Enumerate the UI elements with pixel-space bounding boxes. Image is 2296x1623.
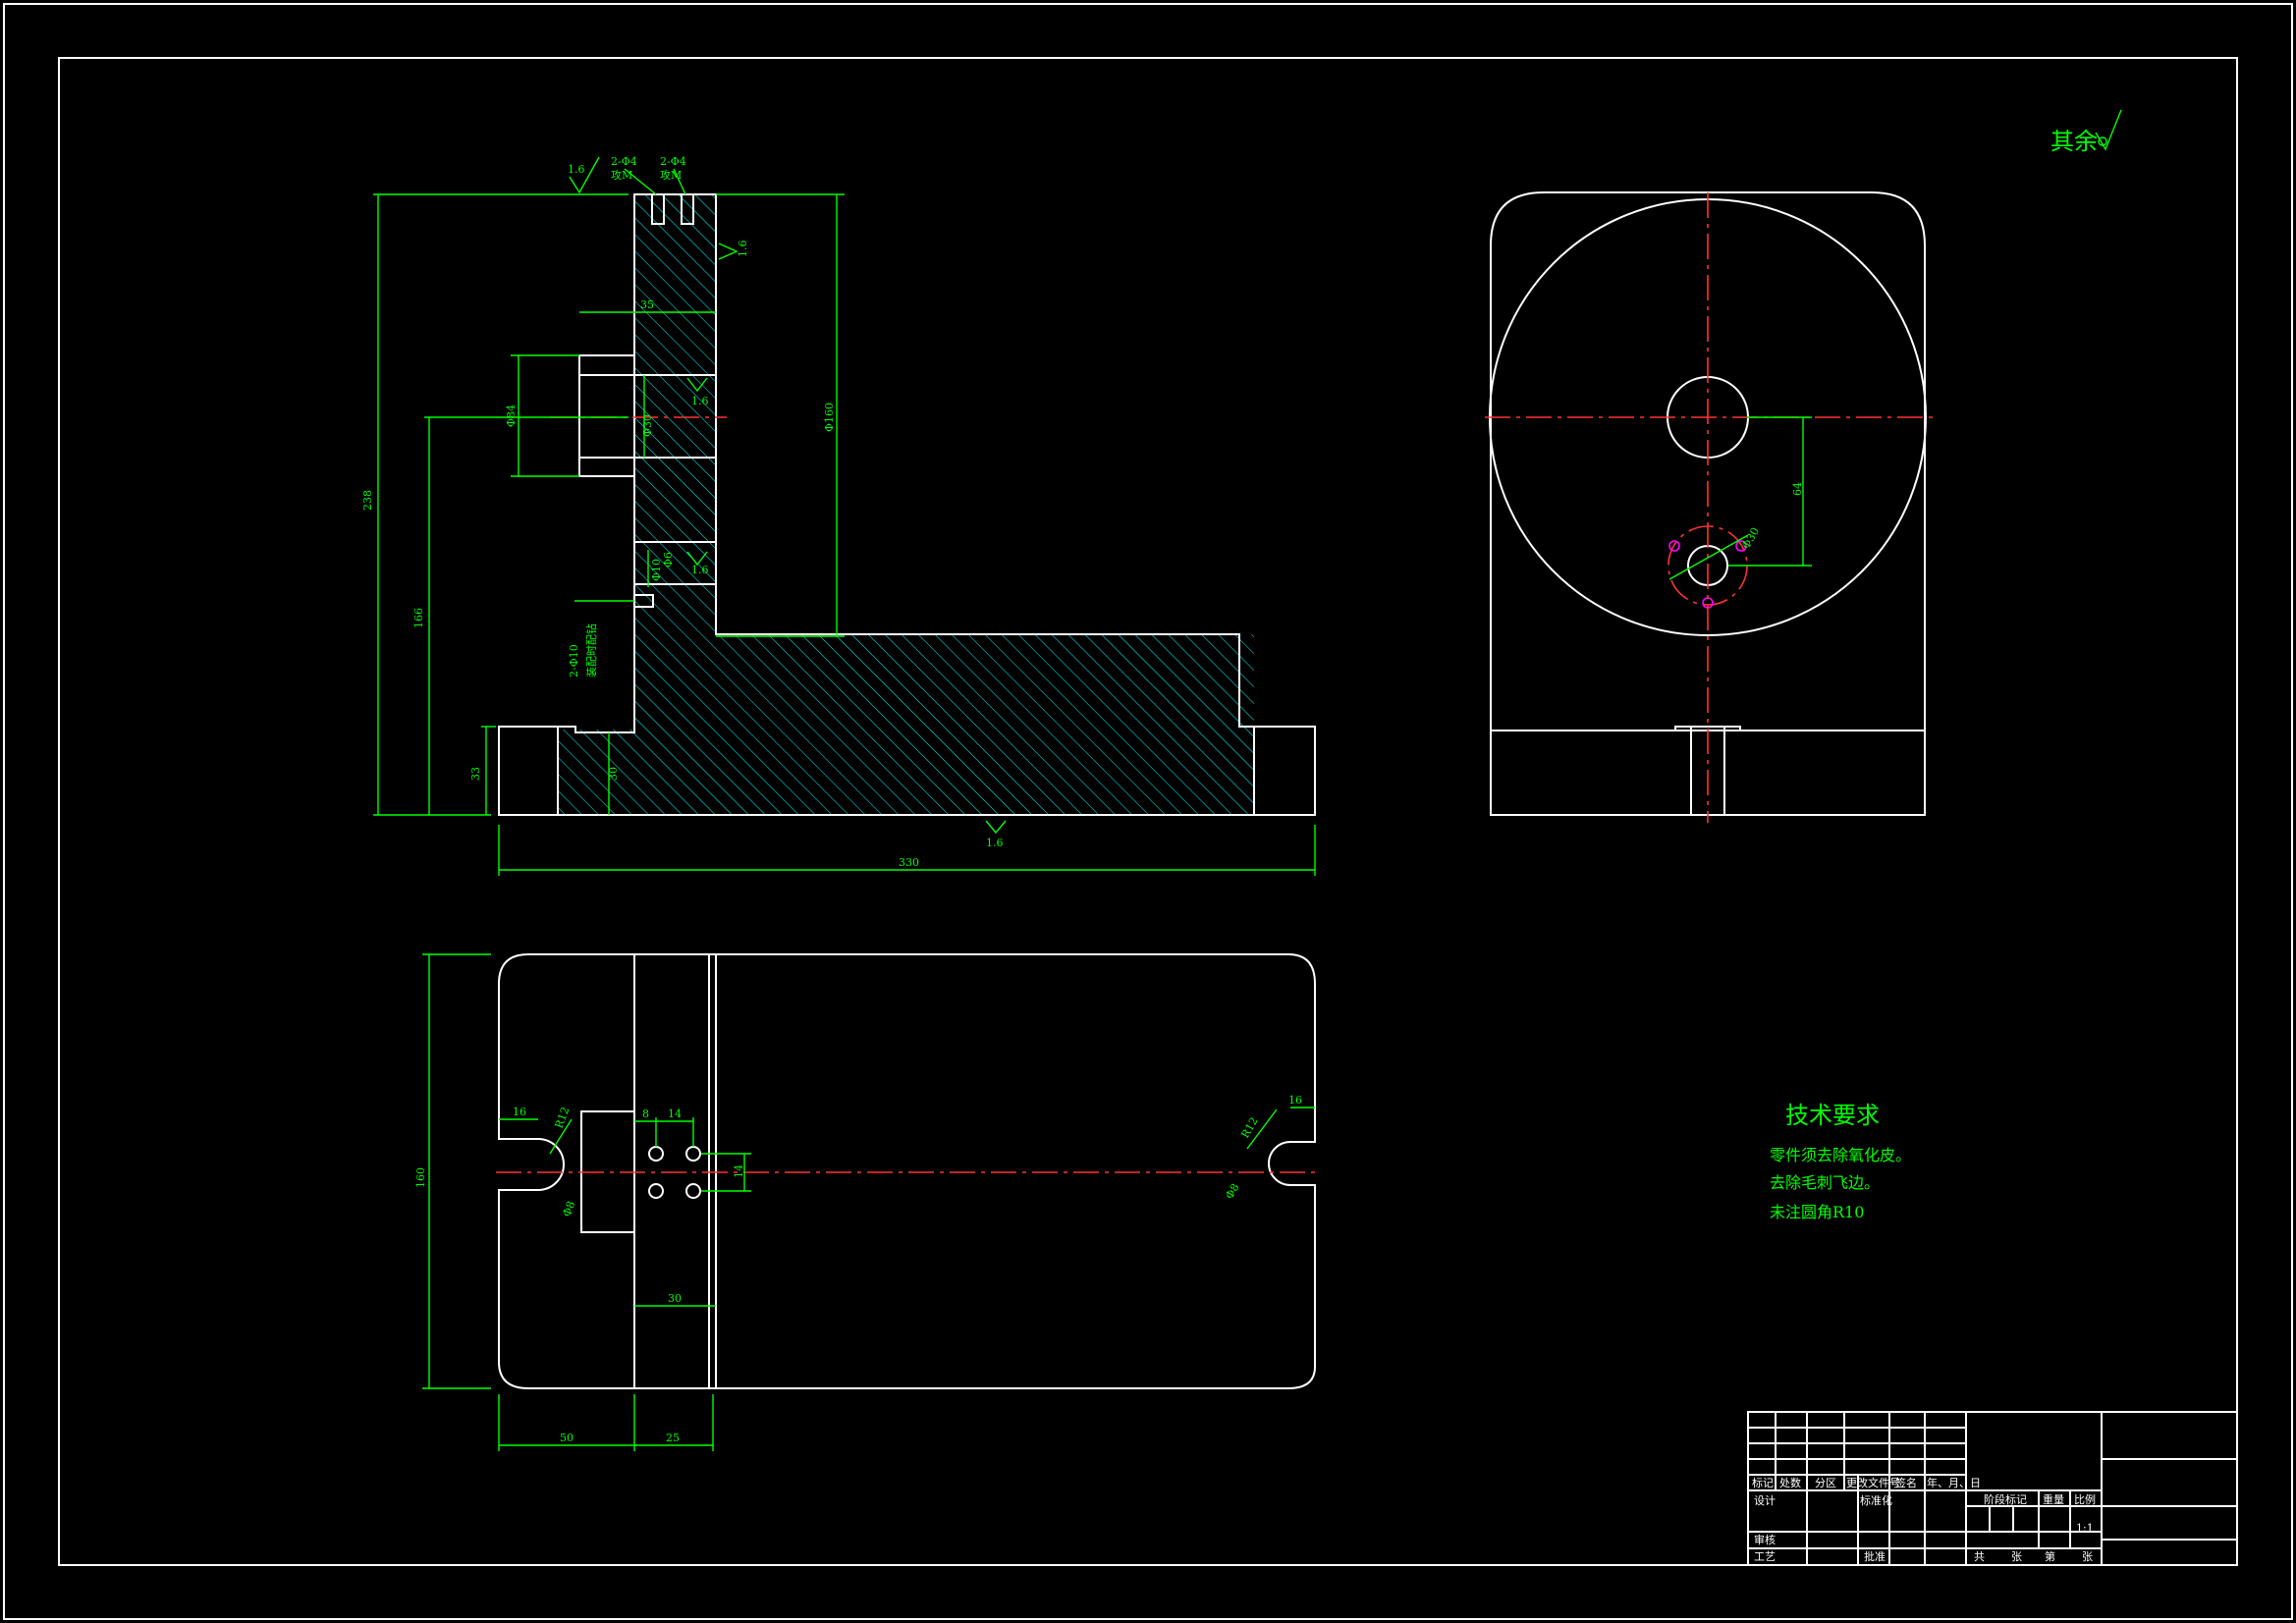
dim-offset: 64 [1791, 482, 1804, 496]
front-section-view: 238 166 33 30 330 Φ84 Φ30 Φ160 35 Φ10 Φ6… [361, 155, 1316, 876]
tb-col-date: 年、月、日 [1927, 1476, 1981, 1489]
general-roughness: 其余 [2050, 109, 2122, 155]
tb-check: 审核 [1754, 1533, 1776, 1546]
dim-tap-a: Φ10 [650, 559, 663, 581]
dim-total-height: 238 [361, 490, 374, 511]
dim-boss-width: 35 [640, 298, 654, 311]
dim-pitch-a: 8 [642, 1108, 649, 1120]
dim-pitch-c: 14 [733, 1164, 745, 1178]
dim-pcd: Φ30 [1739, 525, 1762, 551]
dim-bore-outer: Φ84 [505, 405, 518, 427]
tb-sheets-total: 共 [1974, 1550, 1985, 1563]
dim-rib: 30 [668, 1292, 682, 1305]
section-hatch [558, 194, 1254, 815]
tb-approve: 批准 [1864, 1549, 1886, 1563]
dim-side-note-sub: 装配时配钻 [584, 623, 598, 677]
dim-flange: Φ160 [823, 403, 836, 432]
dim-slot-right: 16 [1288, 1094, 1302, 1107]
roughness-symbol-icon [2095, 109, 2122, 151]
dim-width-total: 330 [899, 856, 919, 869]
sheet-inner-border [58, 57, 2238, 1566]
dim-hole-dia-right: Φ8 [1223, 1181, 1241, 1201]
tb-process: 工艺 [1754, 1550, 1776, 1563]
dim-rib-w: 25 [666, 1432, 680, 1444]
dim-top-height: 160 [414, 1167, 427, 1188]
roughness-1: 1.6 [568, 163, 585, 176]
side-view: 64 Φ30 [1485, 191, 1937, 823]
tb-stage: 阶段标记 [1984, 1492, 2027, 1506]
dim-side-note: 2-Φ10 [568, 644, 580, 677]
top-outline [498, 953, 1316, 1389]
dim-radius-left: R12 [553, 1106, 573, 1130]
tech-requirements: 技术要求 零件须去除氧化皮。 去除毛刺飞边。 未注圆角R10 [1770, 1102, 1911, 1221]
side-outline [1490, 191, 1926, 816]
dim-hole-b: 2-Φ4 [660, 155, 686, 168]
tb-scale: 1:1 [2076, 1522, 2094, 1535]
tb-weight: 重量 [2043, 1492, 2064, 1506]
tb-sheets-unit-1: 张 [2011, 1550, 2022, 1563]
tech-title: 技术要求 [1785, 1102, 1880, 1129]
tb-standard: 标准化 [1860, 1493, 1892, 1507]
dim-hole-dia-left: Φ8 [561, 1200, 578, 1219]
roughness-5: 1.6 [986, 837, 1004, 849]
tb-col-doc: 更改文件号 [1846, 1476, 1900, 1489]
sheet-outer-border [3, 3, 2293, 1620]
dim-radius-right: R12 [1238, 1115, 1260, 1141]
dim-center-height: 166 [412, 608, 425, 628]
dim-hole-b-sub: 攻M [660, 168, 682, 182]
front-outline [498, 193, 1316, 816]
tb-ratio: 比例 [2074, 1492, 2096, 1506]
tb-sheets-no: 第 [2045, 1549, 2055, 1563]
dim-bore-inner: Φ30 [641, 414, 654, 437]
dim-pitch-b: 14 [668, 1108, 682, 1120]
dim-hole-a-sub: 攻M [611, 168, 632, 182]
tb-col-zone: 分区 [1815, 1477, 1836, 1489]
tb-col-sign: 签名 [1895, 1476, 1917, 1489]
top-view: 160 16 16 R12 R12 Φ8 Φ8 8 14 14 30 50 25 [414, 953, 1316, 1451]
general-roughness-label: 其余 [2050, 128, 2098, 155]
tb-col-count: 处数 [1779, 1477, 1801, 1489]
roughness-3: 1.6 [691, 395, 709, 407]
dim-slot-left: 16 [513, 1106, 526, 1118]
tech-line-2: 去除毛刺飞边。 [1770, 1173, 1880, 1192]
roughness-4: 1.6 [691, 564, 709, 576]
dim-left-w: 50 [560, 1432, 574, 1444]
roughness-2: 1.6 [737, 241, 749, 258]
tb-design: 设计 [1754, 1494, 1776, 1507]
dim-base-inner: 30 [607, 767, 620, 781]
dim-base-thickness: 33 [469, 767, 482, 781]
tech-line-1: 零件须去除氧化皮。 [1770, 1146, 1911, 1164]
title-block: 标记 处数 分区 更改文件号 签名 年、月、日 设计 标准化 阶段标记 重量 比… [1747, 1411, 2238, 1566]
tb-sheets-unit-2: 张 [2082, 1550, 2093, 1563]
dim-hole-a: 2-Φ4 [611, 155, 637, 168]
tb-col-mark: 标记 [1752, 1476, 1774, 1489]
dim-tap-b: Φ6 [662, 552, 675, 568]
tech-line-3: 未注圆角R10 [1770, 1203, 1864, 1221]
